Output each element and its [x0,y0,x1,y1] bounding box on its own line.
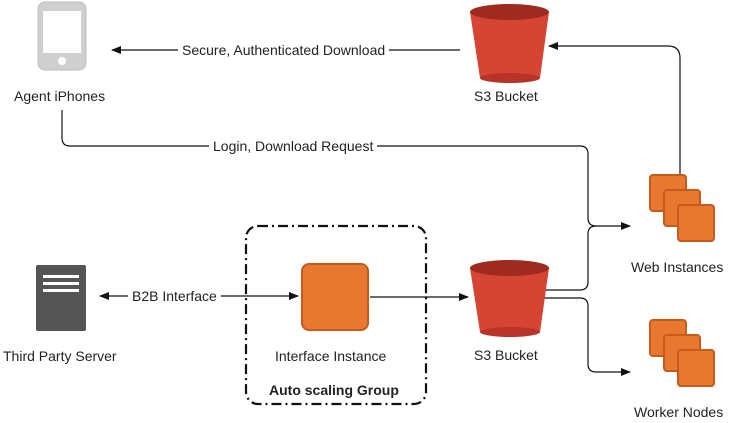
node-label-s3-bucket-bottom: S3 Bucket [474,347,538,363]
auto-scaling-group-box [244,224,428,406]
edge-label-secure-download: Secure, Authenticated Download [178,42,390,58]
s3-bucket-icon [470,260,549,337]
server-icon [36,265,86,331]
interface-instance-icon [301,263,369,331]
node-label-agent-iphones: Agent iPhones [14,88,106,104]
s3-bucket-icon [470,4,549,83]
edge-web-to-s3-top [548,42,681,178]
node-label-interface-instance: Interface Instance [275,348,387,364]
iphone-icon [37,1,87,71]
node-label-third-party-server: Third Party Server [3,348,117,364]
node-label-web-instances: Web Instances [631,259,724,275]
edge-label-login-request: Login, Download Request [209,138,378,154]
web-instances-icon [649,174,715,242]
group-label-auto-scaling: Auto scaling Group [269,382,399,398]
worker-nodes-icon [649,319,715,387]
node-label-s3-bucket-top: S3 Bucket [474,88,538,104]
edge-s3-to-web [543,225,597,291]
edge-label-b2b-interface: B2B Interface [128,288,221,304]
edge-s3-to-worker [543,297,631,376]
edge-login-request [61,110,631,230]
node-label-worker-nodes: Worker Nodes [634,404,724,420]
